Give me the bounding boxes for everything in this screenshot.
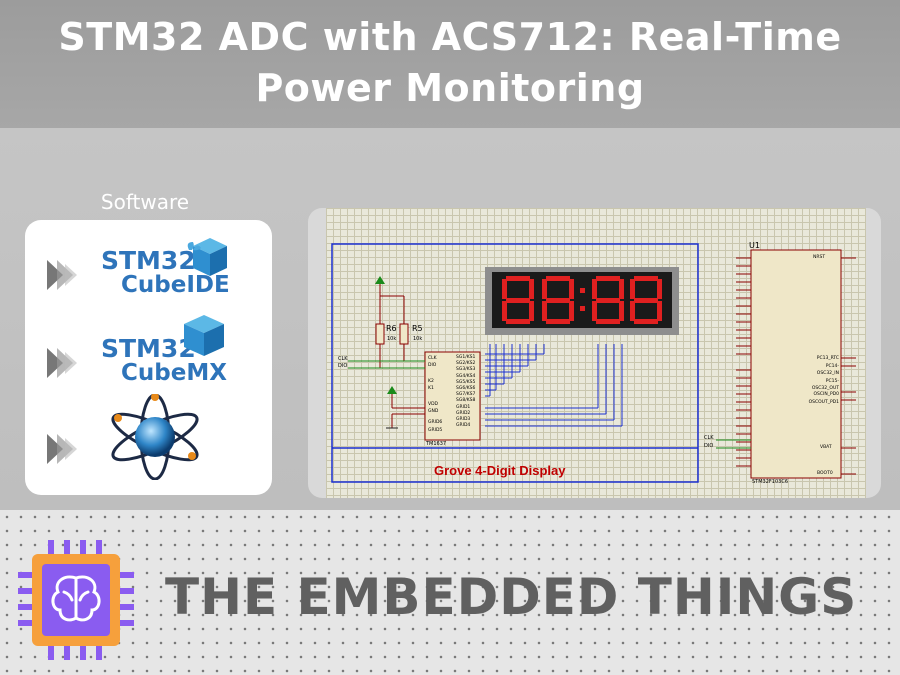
mcu-clk-label: CLK [704,435,714,441]
title-line-2: Power Monitoring [255,66,645,110]
brand-name: THE EMBEDDED THINGS [165,568,858,626]
pin-label: GRID2 [456,410,471,416]
pin-label: K1 [428,386,434,392]
mcu-pin-nrst: NRST [813,255,826,260]
driver-right-pins: SG1/KS1 SG2/KS2 SG3/KS3 SG4/KS4 SG5/KS5 … [456,355,480,429]
play-arrows-icon [47,434,77,464]
resistor-r5-label: R5 [412,324,423,333]
software-label: Software [100,190,190,214]
brain-chip-logo [18,540,134,660]
page-title: STM32 ADC with ACS712: Real-Time Power M… [0,12,900,114]
resistor-r6-value: 10k [387,336,397,342]
pin-label: GRID3 [456,417,471,423]
pin-label: SG7/KS7 [456,392,476,398]
resistor-r5-value: 10k [413,336,423,342]
software-item-cubeide: STM32 CubeIDE [25,232,272,312]
resistor-r6-label: R6 [386,324,397,333]
dio-label: DIO [338,363,348,369]
seven-segment-display [502,276,662,324]
mcu-name: U1 [749,241,760,250]
driver-left-pins: CLK DIO K2 K1 VDD GND GRID6 GRID5 [428,355,458,434]
cube-butterfly-icon [187,238,227,276]
pin-label: SG4/KS4 [456,373,476,379]
software-item-proteus [25,394,272,486]
pin-label: GND [428,409,439,415]
mcu-osc-pins: OSCIN_PD0 OSCOUT_PD1 [804,391,839,406]
play-arrows-icon [47,260,77,290]
cubeide-logo-line1: STM32 [101,246,196,275]
mcu-right-pins: PC13_RTC PC14-OSC32_IN PC15-OSC32_OUT [804,355,839,393]
driver-part: TM1637 [426,441,447,447]
title-line-1: STM32 ADC with ACS712: Real-Time [58,15,842,59]
cubemx-logo-line1: STM32 [101,334,196,363]
pin-label: GRID4 [456,423,471,429]
play-arrows-icon [47,348,77,378]
pin-label: PC14-OSC32_IN [816,363,839,377]
proteus-atom-icon [111,394,199,480]
pin-label: VDD [428,401,439,407]
cube-icon [184,315,224,356]
pin-label: SG3/KS3 [456,367,476,373]
pin-label: K2 [428,378,434,384]
pin-label: PC15-OSC32_OUT [811,378,839,392]
pin-label: SG8/KS8 [456,398,476,404]
display-caption: Grove 4-Digit Display [434,463,566,478]
pin-label: DIO [428,363,437,369]
pin-label: GRID6 [428,420,443,426]
pin-label: CLK [428,356,437,361]
pin-label: SG1/KS1 [456,355,476,360]
branding-band [0,510,900,675]
pin-label: OSCIN_PD0 [813,392,839,397]
mcu-part: STM32F103C6 [752,479,788,485]
pin-label: SG2/KS2 [456,361,476,367]
clk-label: CLK [338,356,348,362]
title-banner [0,0,900,128]
pin-label: GRID1 [456,404,471,410]
mcu-pin-boot0: BOOT0 [817,471,833,476]
mcu-dio-label: DIO [704,443,714,449]
schematic-panel: U1 STM32F103C6 TM1637 R6 R5 10k 10k CLK … [308,208,881,498]
pin-label: SG5/KS5 [456,379,476,385]
software-panel: STM32 CubeIDE STM32 CubeMX [25,220,272,495]
pin-label: OSCOUT_PD1 [808,399,839,405]
cubeide-logo-line2: CubeIDE [121,272,230,298]
pin-label: GRID5 [428,427,443,433]
pin-label: PC13_RTC [816,356,839,361]
cubemx-logo-line2: CubeMX [121,360,227,386]
schematic-drawing [331,243,856,483]
mcu-pin-vbat: VBAT [820,445,832,450]
pin-label: SG6/KS6 [456,386,476,392]
software-item-cubemx: STM32 CubeMX [25,315,272,400]
